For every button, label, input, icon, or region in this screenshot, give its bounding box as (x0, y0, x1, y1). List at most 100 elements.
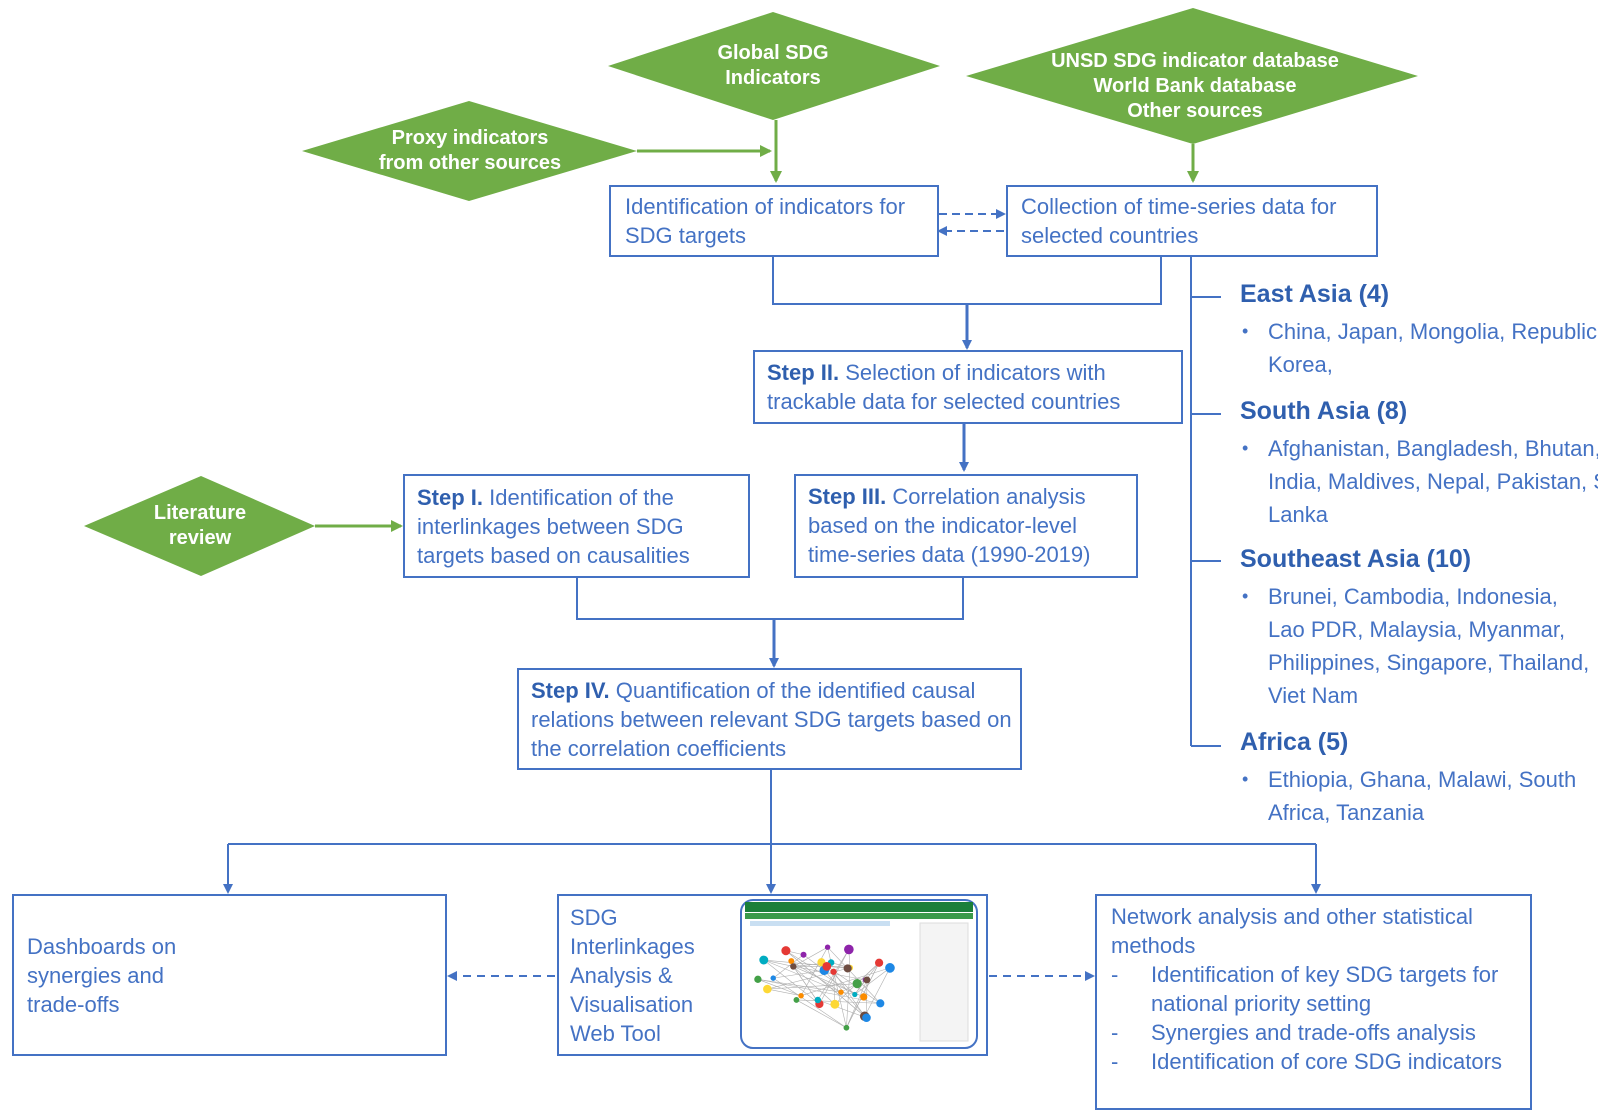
proxy-label: Proxy indicators from other sources (378, 127, 562, 174)
network-node (830, 968, 837, 975)
step4-text: Quantification of the identified causal … (531, 678, 1012, 761)
step1-text: Identification of the interlinkages betw… (417, 485, 690, 568)
east-asia-list: China, Japan, Mongolia, Republic of Kore… (1268, 319, 1598, 377)
webtool-side-panel (919, 922, 969, 1042)
webtool-menu-bar (745, 913, 973, 919)
network-node (814, 996, 822, 1004)
diamond-databases (966, 8, 1418, 144)
collection-box: Collection of time-series data for selec… (1006, 185, 1378, 257)
network-node (885, 963, 895, 973)
network-node (863, 976, 871, 984)
network-edge (833, 971, 847, 1028)
webtool-screenshot-frame (740, 899, 978, 1049)
network-node (790, 963, 797, 970)
region-south-asia-countries: • Afghanistan, Bangladesh, Bhutan, India… (1242, 432, 1598, 531)
step2-content: Step II. Selection of indicators with tr… (767, 358, 1177, 416)
dashboards-box: Dashboards on synergies and trade-offs (12, 894, 447, 1056)
network-edge (824, 970, 867, 1018)
step4-box: Step IV. Quantification of the identifie… (517, 668, 1022, 770)
network-edge (785, 950, 865, 1017)
literature-label: Literature review (153, 502, 247, 549)
network-edge (793, 966, 864, 998)
network-edge (763, 959, 850, 969)
southeast-asia-list: Brunei, Cambodia, Indonesia, Lao PDR, Ma… (1268, 584, 1590, 708)
region-east-asia-title: East Asia (4) (1240, 280, 1390, 308)
south-asia-list: Afghanistan, Bangladesh, Bhutan, India, … (1268, 436, 1598, 527)
network-item-1: - Identification of key SDG targets for … (1111, 960, 1526, 1018)
network-edge (793, 946, 828, 967)
network-node (822, 961, 832, 971)
bullet-icon: • (1242, 438, 1249, 458)
step1-content: Step I. Identification of the interlinka… (417, 483, 743, 570)
network-node (838, 989, 844, 995)
network-node (874, 958, 884, 967)
databases-label: UNSD SDG indicator database World Bank d… (1051, 50, 1339, 122)
merge-line-top (772, 257, 1162, 305)
global-sdg-label: Global SDG Indicators (717, 42, 829, 89)
bullet-icon: • (1242, 769, 1249, 789)
network-edge (773, 977, 847, 1028)
network-node (763, 984, 772, 994)
network-edge (793, 966, 836, 1005)
network-node (876, 999, 885, 1008)
network-edge (757, 979, 842, 993)
network-item-1-text: Identification of key SDG targets for na… (1151, 962, 1499, 1016)
network-edge (793, 966, 820, 1005)
webtool-header-bar (745, 902, 973, 912)
network-edge (800, 967, 891, 997)
step2-label: Step II. (767, 360, 840, 385)
network-box: Network analysis and other statistical m… (1095, 894, 1532, 1110)
africa-list: Ethiopia, Ghana, Malawi, South Africa, T… (1268, 767, 1577, 825)
network-edge (796, 999, 847, 1029)
step2-text: Selection of indicators with trackable d… (767, 360, 1121, 414)
network-title: Network analysis and other statistical m… (1111, 904, 1473, 958)
network-node (830, 999, 840, 1009)
merge-line-middle (576, 578, 964, 620)
region-east-asia-countries: • China, Japan, Mongolia, Republic of Ko… (1242, 315, 1598, 381)
region-africa-title: Africa (5) (1240, 728, 1349, 756)
network-edge (854, 967, 891, 995)
network-edge (767, 983, 858, 990)
network-node (860, 993, 868, 1001)
network-item-2: - Synergies and trade-offs analysis (1111, 1018, 1526, 1047)
webtool-nav-strip (750, 921, 890, 926)
step3-content: Step III. Correlation analysis based on … (808, 482, 1132, 569)
network-node (781, 946, 791, 956)
step4-content: Step IV. Quantification of the identifie… (531, 676, 1016, 763)
network-node (852, 979, 862, 989)
step1-label: Step I. (417, 485, 484, 510)
bullet-icon: • (1242, 586, 1249, 606)
webtool-box: SDG Interlinkages Analysis & Visualisati… (557, 894, 988, 1056)
dash-marker: - (1111, 1020, 1119, 1045)
network-node (770, 975, 776, 981)
network-edge (827, 946, 881, 1004)
dash-marker: - (1111, 962, 1119, 987)
webtool-text: SDG Interlinkages Analysis & Visualisati… (570, 905, 695, 1046)
identification-box: Identification of indicators for SDG tar… (609, 185, 939, 257)
network-edge (800, 947, 828, 996)
region-africa-countries: • Ethiopia, Ghana, Malawi, South Africa,… (1242, 763, 1588, 829)
dash-marker: - (1111, 1049, 1119, 1074)
region-southeast-asia-title: Southeast Asia (10) (1240, 545, 1472, 573)
region-south-asia-title: South Asia (8) (1240, 397, 1408, 425)
network-node (788, 958, 795, 964)
webtool-network-graph (754, 944, 895, 1031)
collection-text: Collection of time-series data for selec… (1021, 194, 1337, 248)
dashboards-text: Dashboards on synergies and trade-offs (27, 934, 177, 1017)
diamond-literature (84, 476, 315, 576)
network-node (852, 991, 858, 998)
network-edge (821, 961, 881, 1004)
network-node (843, 964, 852, 973)
network-item-3-text: Identification of core SDG indicators (1151, 1049, 1502, 1074)
network-item-2-text: Synergies and trade-offs analysis (1151, 1020, 1476, 1045)
network-content: Network analysis and other statistical m… (1111, 902, 1526, 1076)
network-edge (763, 959, 820, 1005)
network-edge (757, 979, 802, 997)
network-node (800, 951, 807, 958)
network-node (862, 1013, 871, 1023)
step2-box: Step II. Selection of indicators with tr… (753, 350, 1183, 424)
network-edge (833, 971, 836, 1005)
network-node (759, 955, 769, 965)
network-item-3: - Identification of core SDG indicators (1111, 1047, 1526, 1076)
diamond-global-sdg (608, 12, 940, 120)
